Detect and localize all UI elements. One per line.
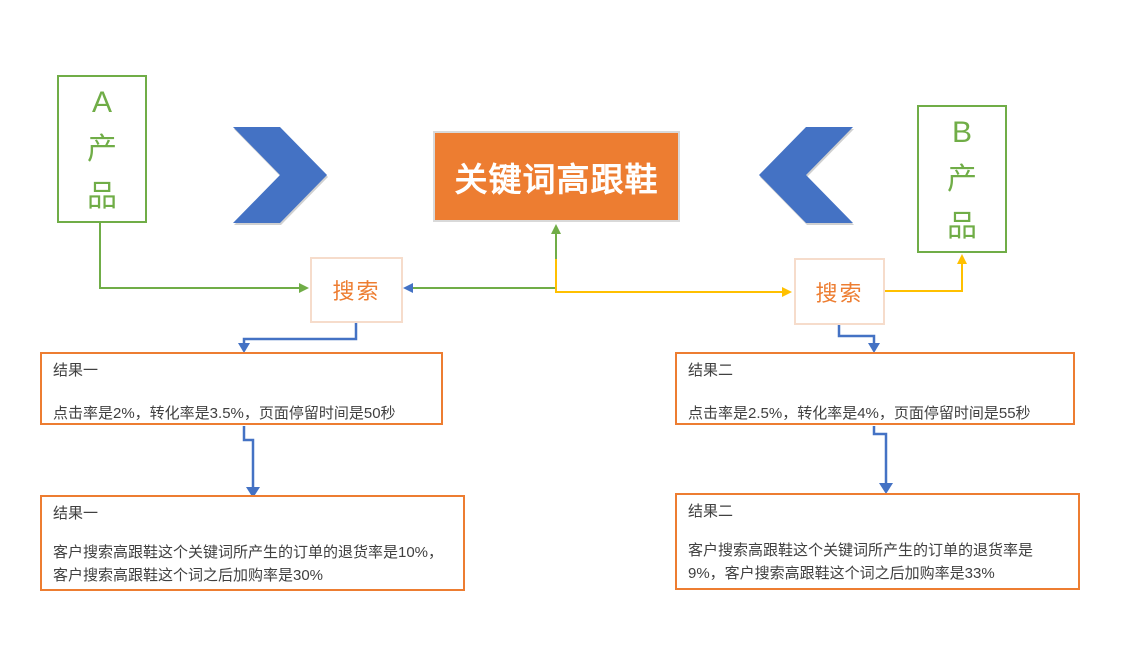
result-box-left-bottom: 结果一 客户搜索高跟鞋这个关键词所产生的订单的退货率是10%，客户搜索高跟鞋这个…: [40, 495, 465, 591]
keyword-box: 关键词高跟鞋: [433, 131, 680, 222]
connector-junction-to-keyword: [551, 224, 561, 291]
connector-center-to-search-left: [403, 283, 556, 293]
result-box-right-bottom: 结果二 客户搜索高跟鞋这个关键词所产生的订单的退货率是9%，客户搜索高跟鞋这个词…: [675, 493, 1080, 590]
product-b-line: B: [951, 115, 972, 149]
search-box-left: 搜索: [310, 257, 403, 323]
result-body: 点击率是2%，转化率是3.5%，页面停留时间是50秒: [53, 405, 396, 422]
search-left-label: 搜索: [332, 279, 381, 304]
product-a-line: 产: [87, 132, 117, 166]
product-b-line: 产: [947, 162, 977, 196]
product-b-line: 品: [947, 209, 977, 243]
connector-result-1-to-result-2: [242, 426, 260, 498]
product-b-box: B 产 品: [917, 105, 1007, 253]
result-box-right-top: 结果二 点击率是2.5%，转化率是4%，页面停留时间是55秒: [675, 352, 1075, 425]
result-box-left-top: 结果一 点击率是2%，转化率是3.5%，页面停留时间是50秒: [40, 352, 443, 425]
result-title: 结果二: [688, 503, 734, 520]
connector-search-right-to-result-3: [837, 325, 880, 353]
product-a-line: 品: [87, 179, 117, 213]
keyword-label: 关键词高跟鞋: [454, 160, 659, 198]
search-right-label: 搜索: [815, 280, 864, 306]
result-title: 结果一: [53, 362, 99, 379]
connector-result-3-to-result-4: [872, 426, 893, 494]
result-title: 结果二: [688, 362, 734, 379]
search-box-right: 搜索: [794, 258, 885, 325]
connector-product-a-to-search-left: [99, 223, 309, 293]
result-body: 点击率是2.5%，转化率是4%，页面停留时间是55秒: [688, 405, 1031, 422]
result-title: 结果一: [53, 505, 99, 522]
connector-center-to-search-right: [555, 261, 792, 297]
result-body: 客户搜索高跟鞋这个关键词所产生的订单的退货率是9%，客户搜索高跟鞋这个词之后加购…: [688, 542, 1034, 582]
product-a-box: A 产 品: [57, 75, 147, 223]
connector-search-right-to-product-b: [885, 254, 967, 292]
chevron-right-icon: [233, 127, 327, 223]
chevron-left-icon: [759, 127, 853, 223]
result-body: 客户搜索高跟鞋这个关键词所产生的订单的退货率是10%，客户搜索高跟鞋这个词之后加…: [53, 544, 444, 584]
product-a-line: A: [91, 85, 112, 119]
connector-search-left-to-result-1: [238, 323, 358, 353]
